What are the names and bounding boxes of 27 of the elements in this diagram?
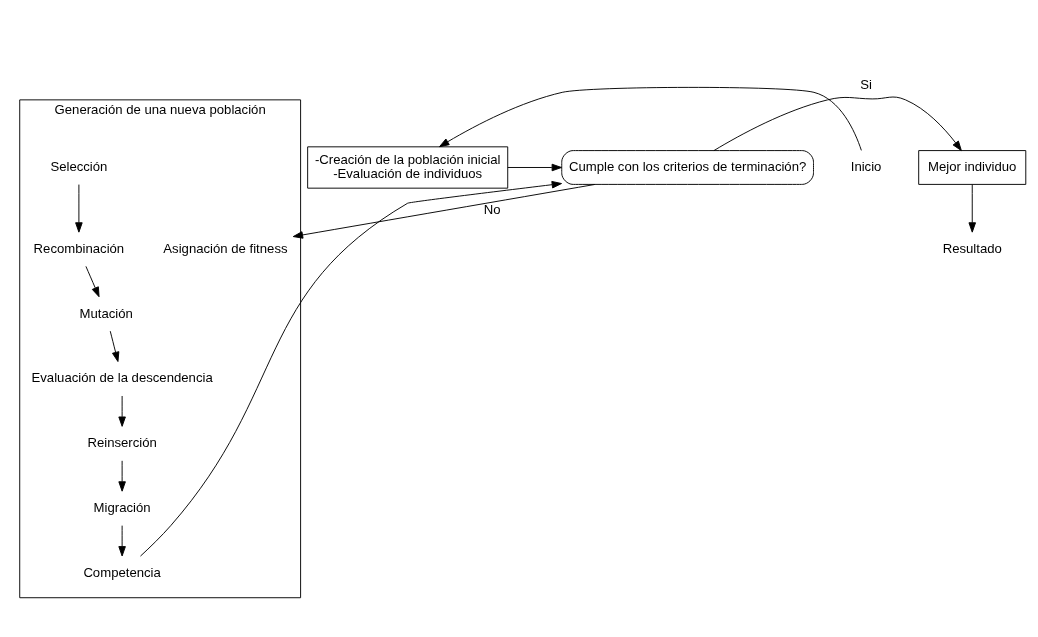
arrow <box>968 184 976 233</box>
edge-label: Si <box>860 76 872 92</box>
arrow <box>439 86 862 151</box>
node-box: Cumple con los criterios de terminación? <box>561 150 814 185</box>
node-text: Asignación de fitness <box>163 240 288 256</box>
node-text: Recombinación <box>33 240 125 256</box>
arrow <box>507 163 562 172</box>
arrow <box>109 330 120 362</box>
arrow <box>713 96 962 152</box>
arrow <box>85 265 100 298</box>
node-text: Selección <box>50 158 108 174</box>
edge-label: No <box>483 201 501 217</box>
arrow <box>118 525 126 557</box>
node-text: Resultado <box>942 240 1002 256</box>
node-box: -Creación de la población inicial -Evaluación de individuos <box>307 146 509 189</box>
arrow <box>292 184 596 239</box>
arrow <box>118 395 126 427</box>
node-text: Mutación <box>79 305 133 321</box>
node-text: Evaluación de la descendencia <box>31 370 213 386</box>
arrow <box>75 184 83 233</box>
node-text: Reinserción <box>87 435 157 451</box>
node-box: Mejor individuo <box>918 150 1027 185</box>
node-text: Competencia <box>83 564 161 580</box>
node-text: Inicio <box>850 158 882 174</box>
arrow <box>140 180 562 557</box>
node-text: Migración <box>93 499 151 515</box>
arrow <box>118 460 126 492</box>
